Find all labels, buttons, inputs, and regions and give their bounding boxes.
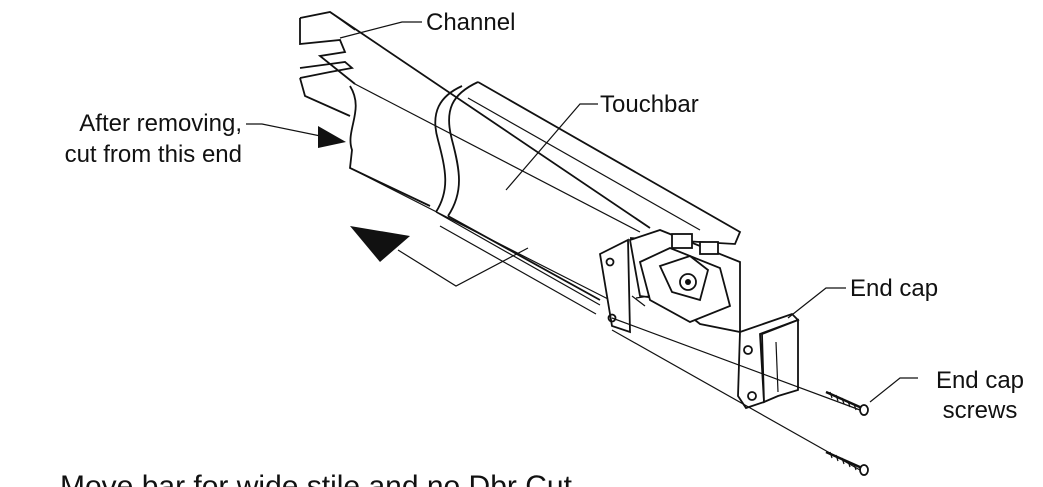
touchbar-label: Touchbar <box>600 91 699 118</box>
screw-upper <box>825 390 869 416</box>
leader-lines <box>246 21 918 403</box>
end-cap-screws-label-line1: End cap <box>936 367 1024 394</box>
after-removing-label-line2: cut from this end <box>65 141 242 168</box>
direction-arrow <box>350 226 529 287</box>
touchbar-body <box>435 81 742 334</box>
end-mechanism <box>628 229 741 334</box>
projection-lines <box>611 317 861 471</box>
channel-extrusion <box>299 11 651 301</box>
end-cap-screws-label-line2: screws <box>943 397 1018 424</box>
channel-label: Channel <box>426 9 515 36</box>
end-cap-label: End cap <box>850 275 938 302</box>
screw-lower <box>825 450 869 476</box>
break-line <box>434 81 479 217</box>
after-removing-label-line1: After removing, <box>79 110 242 137</box>
end-cap <box>737 312 800 410</box>
footer-note: Move bar for wide stile and no Dbr Cut <box>60 470 573 487</box>
